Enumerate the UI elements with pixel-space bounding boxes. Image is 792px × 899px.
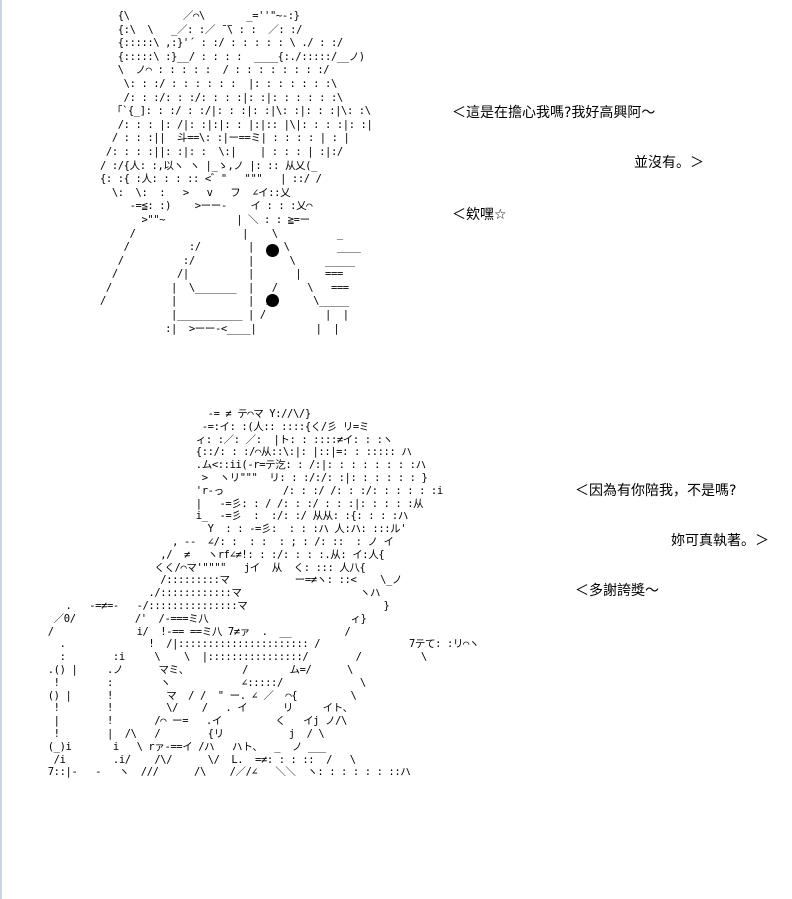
dialogue-line-3: ＜欸嘿☆ — [452, 207, 507, 223]
dialogue-line-2: 並沒有。＞ — [634, 155, 704, 171]
eye-dot-lower — [266, 294, 279, 307]
eye-dot-upper — [266, 244, 279, 257]
ascii-art-bottom: -= ≠ テ⌒マ Y://\/} -=:イ: :(人:: ::::{く/彡 リ=… — [47, 408, 480, 779]
dialogue-line-6: ＜多謝誇獎～ — [575, 583, 659, 599]
dialogue-line-1: ＜這是在擔心我嗎?我好高興阿～ — [452, 105, 656, 121]
dialogue-line-4: ＜因為有你陪我，不是嗎? — [575, 483, 737, 499]
dialogue-line-5: 妳可真執著。＞ — [671, 533, 769, 549]
ascii-art-top: {\ ／⌒\ _=''"~-:} {:\ \ _／: :／ ̄ ̄\ : : ／… — [100, 10, 373, 335]
left-border — [0, 0, 2, 899]
